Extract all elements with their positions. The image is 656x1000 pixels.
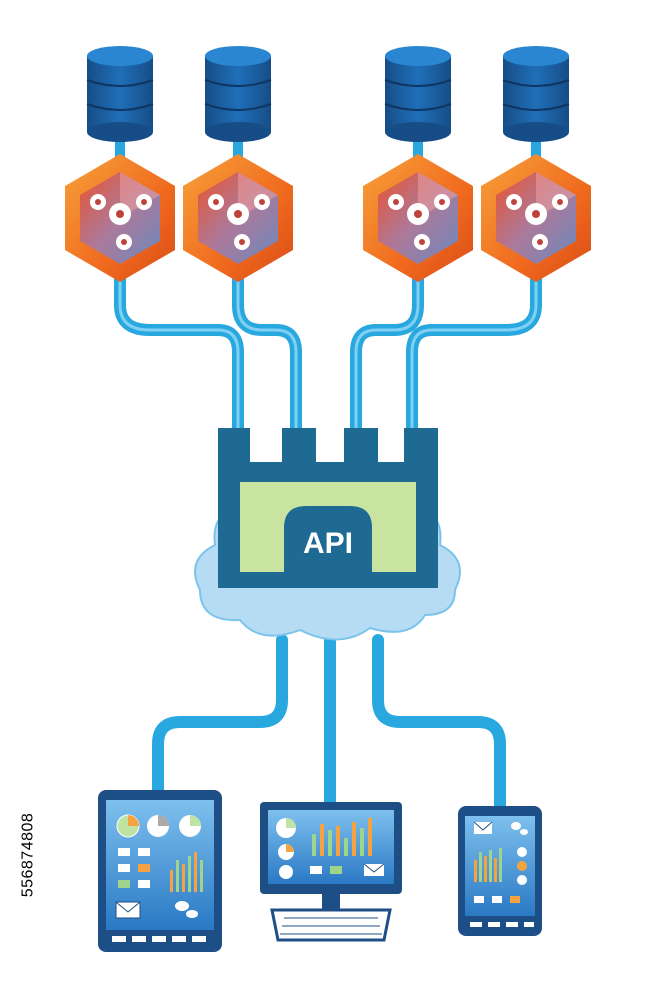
desktop-monitor-icon <box>260 802 402 942</box>
pipe-service-1 <box>114 274 244 436</box>
stock-id-text: 556874808 <box>19 812 36 898</box>
gateway-door <box>284 506 372 572</box>
stock-id-watermark: 556874808 <box>8 760 48 950</box>
gateway-label: API <box>303 527 353 560</box>
microservice-gear-icon <box>183 154 293 282</box>
database-icon <box>384 46 452 142</box>
microservice-gear-icon <box>363 154 473 282</box>
database-icon <box>86 46 154 142</box>
pipe-service-2 <box>232 274 302 436</box>
databases <box>86 46 570 142</box>
upstream-pipes-inner <box>118 280 538 430</box>
tablet-device-icon <box>98 790 222 952</box>
pipe-service-4 <box>406 274 542 436</box>
microservice-gear-icon <box>481 154 591 282</box>
api-gateway: API <box>218 428 438 588</box>
db-connectors <box>115 132 541 160</box>
database-icon <box>204 46 272 142</box>
database-icon <box>502 46 570 142</box>
pipe-phone <box>372 634 506 812</box>
upstream-pipes <box>114 274 542 436</box>
pipe-tablet <box>152 634 288 798</box>
smartphone-device-icon <box>458 806 542 936</box>
microservice-gear-icon <box>65 154 175 282</box>
services <box>65 154 591 282</box>
downstream-pipes <box>152 634 506 812</box>
